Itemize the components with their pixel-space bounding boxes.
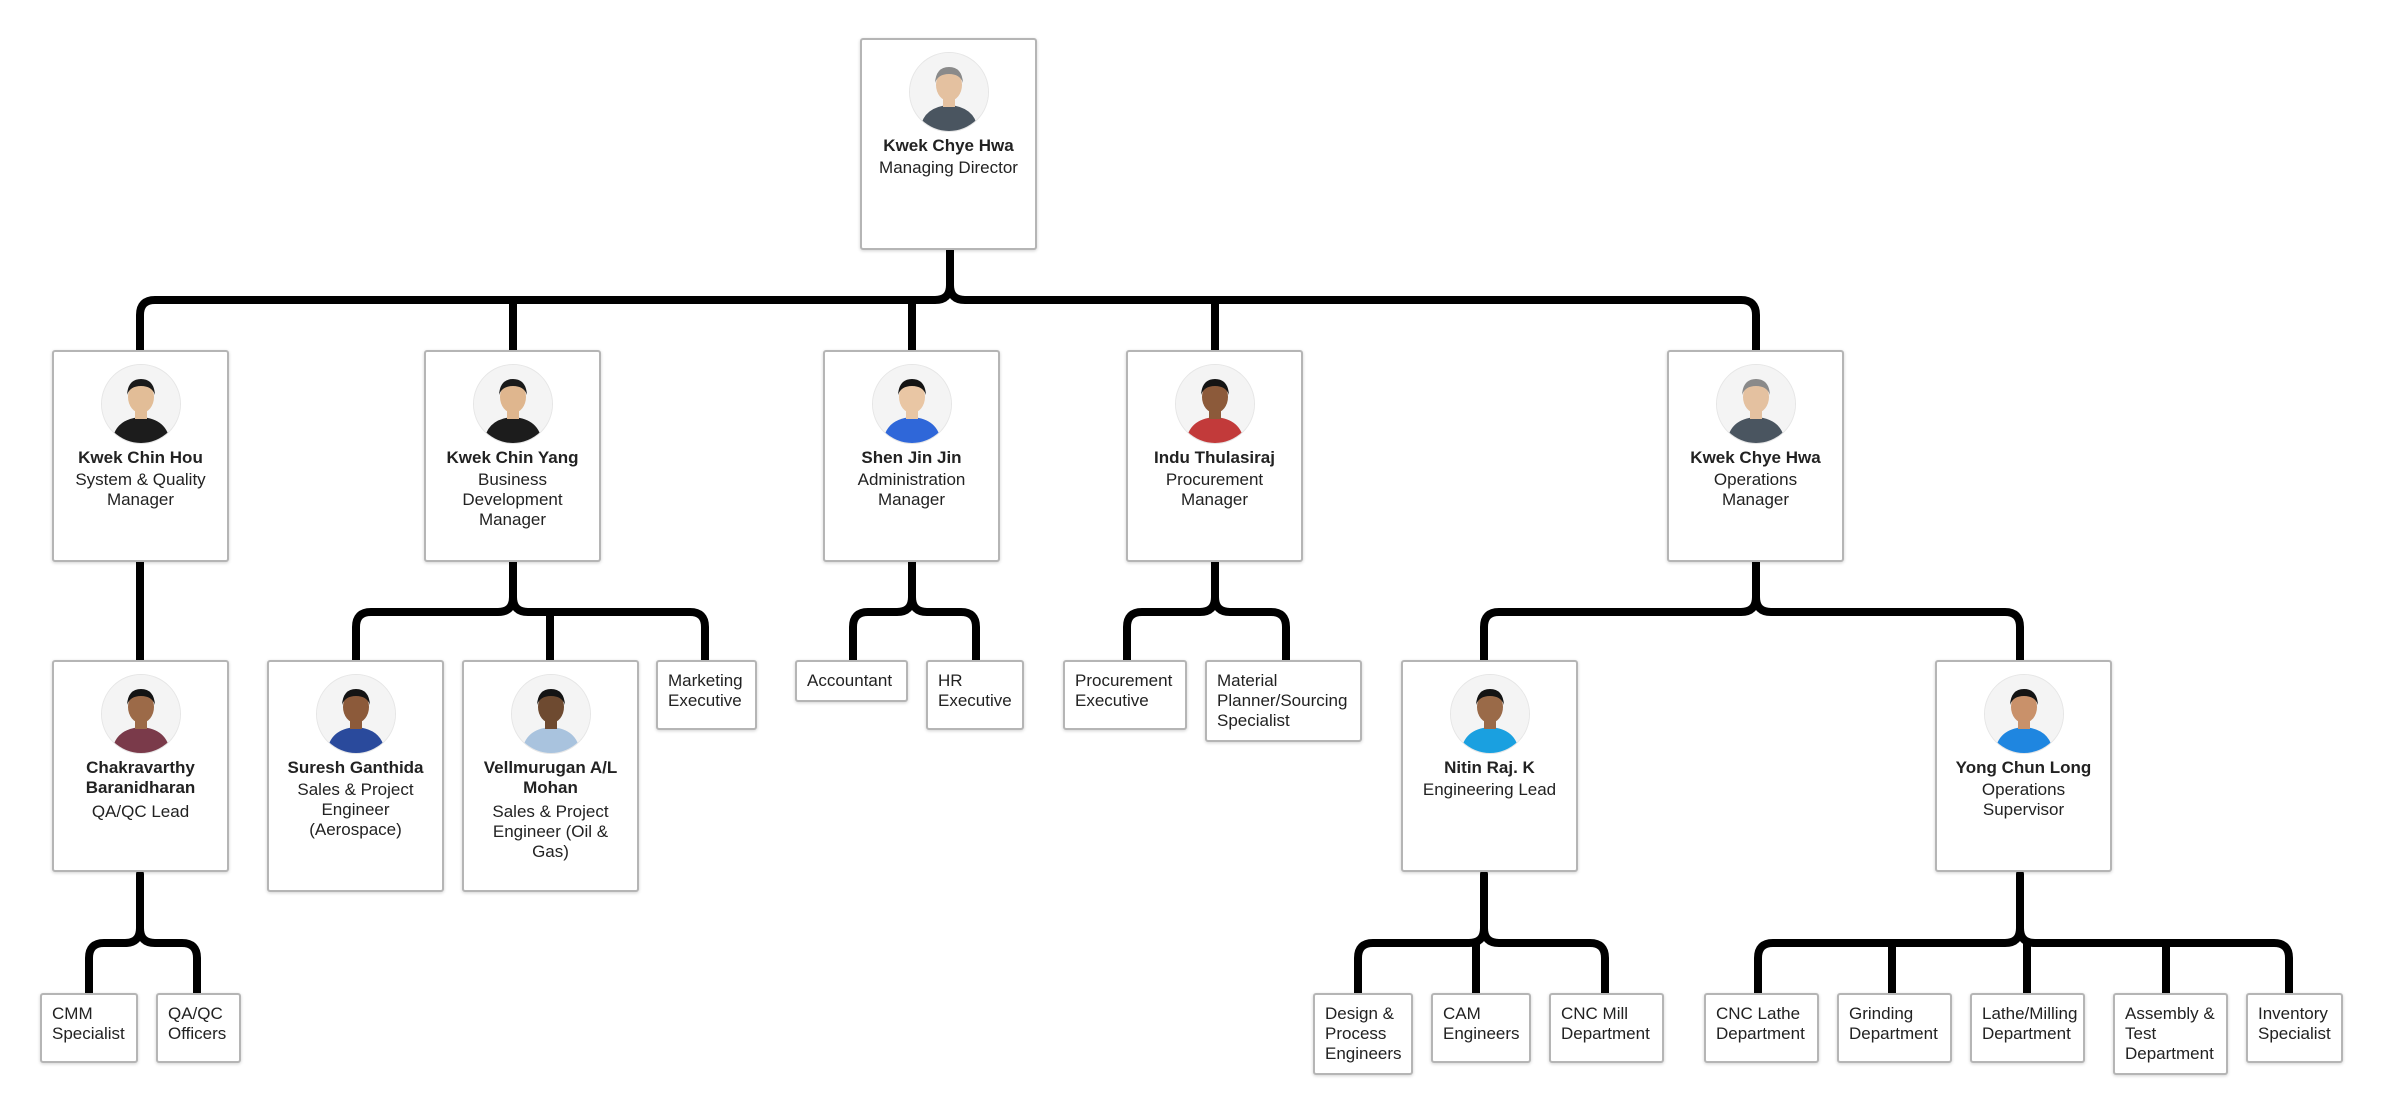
node-accountant[interactable]: Accountant (795, 660, 908, 702)
connector-l4-right (1480, 924, 1609, 997)
avatar (472, 364, 553, 444)
person-role: System & Quality Manager (75, 470, 206, 509)
connector-l5-right (2016, 924, 2293, 997)
avatar (315, 674, 396, 754)
node-operations-manager[interactable]: Kwek Chye Hwa Operations Manager (1667, 350, 1844, 562)
avatar (1449, 674, 1530, 754)
node-operations-supervisor[interactable]: Yong Chun Long Operations Supervisor (1935, 660, 2112, 872)
person-photo (101, 675, 180, 753)
connector-m2-right (509, 593, 709, 664)
node-lathe-milling-department[interactable]: Lathe/Milling Department (1970, 993, 2085, 1063)
person-role: Administration Manager (857, 470, 966, 509)
connector-root-right (946, 281, 1760, 354)
person-role: Business Development Manager (462, 470, 563, 529)
person-role: Sales & Project Engineer (Oil & Gas) (492, 802, 609, 861)
person-name: Suresh Ganthida (287, 758, 424, 777)
person-name: Shen Jin Jin (861, 448, 962, 467)
avatar (908, 52, 989, 132)
connector-root (136, 246, 954, 354)
person-name: Kwek Chin Hou (78, 448, 203, 467)
person-role: Managing Director (879, 158, 1018, 177)
node-sales-engineer-aerospace[interactable]: Suresh Ganthida Sales & Project Engineer… (267, 660, 444, 892)
person-role: Operations Manager (1713, 470, 1798, 509)
person-role: Procurement Manager (1165, 470, 1264, 509)
avatar (100, 674, 181, 754)
node-design-process-engineers[interactable]: Design & Process Engineers (1313, 993, 1413, 1075)
person-photo (1716, 365, 1795, 443)
person-photo (909, 53, 988, 131)
node-managing-director[interactable]: Kwek Chye Hwa Managing Director (860, 38, 1037, 250)
person-name: Indu Thulasiraj (1154, 448, 1275, 467)
connector-l4 (1354, 870, 1488, 997)
connector-l1-right (136, 924, 201, 997)
node-sales-engineer-oil-gas[interactable]: Vellmurugan A/L Mohan Sales & Project En… (462, 660, 639, 892)
person-name: Kwek Chye Hwa (883, 136, 1014, 155)
node-business-development-manager[interactable]: Kwek Chin Yang Business Development Mana… (424, 350, 601, 562)
connector-m3-right (908, 593, 980, 664)
node-qaqc-lead[interactable]: Chakravarthy Baranidharan QA/QC Lead (52, 660, 229, 872)
person-name: Nitin Raj. K (1444, 758, 1535, 777)
connector-m5-right (1752, 593, 2024, 664)
connector-m3 (849, 558, 916, 664)
node-cmm-specialist[interactable]: CMM Specialist (40, 993, 138, 1063)
person-role: QA/QC Lead (91, 802, 190, 821)
person-photo (473, 365, 552, 443)
node-marketing-executive[interactable]: Marketing Executive (656, 660, 757, 730)
person-photo (101, 365, 180, 443)
avatar (1715, 364, 1796, 444)
person-name: Kwek Chye Hwa (1690, 448, 1821, 467)
person-photo (872, 365, 951, 443)
person-role: Operations Supervisor (1981, 780, 2066, 819)
node-inventory-specialist[interactable]: Inventory Specialist (2246, 993, 2343, 1063)
person-role: Sales & Project Engineer (Aerospace) (297, 780, 414, 839)
node-cnc-lathe-department[interactable]: CNC Lathe Department (1704, 993, 1819, 1063)
avatar (510, 674, 591, 754)
person-photo (1450, 675, 1529, 753)
node-system-quality-manager[interactable]: Kwek Chin Hou System & Quality Manager (52, 350, 229, 562)
node-grinding-department[interactable]: Grinding Department (1837, 993, 1952, 1063)
avatar (1174, 364, 1255, 444)
node-hr-executive[interactable]: HR Executive (926, 660, 1024, 730)
avatar (100, 364, 181, 444)
node-assembly-test-department[interactable]: Assembly & Test Department (2113, 993, 2228, 1075)
node-cam-engineers[interactable]: CAM Engineers (1431, 993, 1531, 1063)
node-procurement-manager[interactable]: Indu Thulasiraj Procurement Manager (1126, 350, 1303, 562)
person-role: Engineering Lead (1422, 780, 1557, 799)
node-engineering-lead[interactable]: Nitin Raj. K Engineering Lead (1401, 660, 1578, 872)
person-name: Kwek Chin Yang (446, 448, 579, 467)
node-material-planner[interactable]: Material Planner/Sourcing Specialist (1205, 660, 1362, 742)
person-photo (1984, 675, 2063, 753)
node-procurement-executive[interactable]: Procurement Executive (1063, 660, 1187, 730)
node-administration-manager[interactable]: Shen Jin Jin Administration Manager (823, 350, 1000, 562)
person-name: Chakravarthy Baranidharan (85, 758, 196, 797)
person-photo (511, 675, 590, 753)
node-qaqc-officers[interactable]: QA/QC Officers (156, 993, 241, 1063)
avatar (871, 364, 952, 444)
connector-m5 (1480, 558, 1760, 664)
person-name: Vellmurugan A/L Mohan (483, 758, 618, 797)
connector-l1 (85, 870, 144, 997)
person-photo (316, 675, 395, 753)
person-name: Yong Chun Long (1955, 758, 2092, 777)
node-cnc-mill-department[interactable]: CNC Mill Department (1549, 993, 1664, 1063)
connector-m4-right (1211, 593, 1290, 664)
connector-m2 (352, 558, 517, 664)
connector-m4 (1123, 558, 1219, 664)
avatar (1983, 674, 2064, 754)
person-photo (1175, 365, 1254, 443)
